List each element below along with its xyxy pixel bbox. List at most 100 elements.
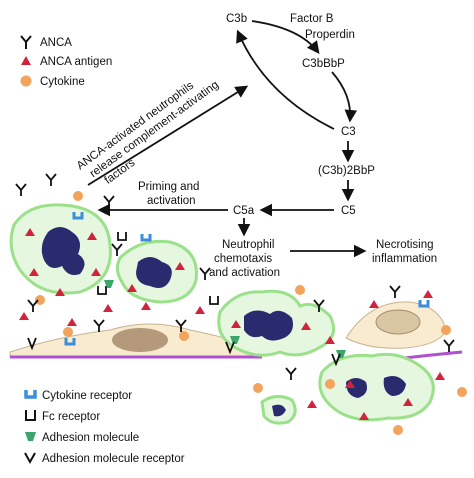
antigen-marker bbox=[359, 412, 369, 420]
antigen-marker bbox=[301, 322, 311, 330]
antigen-marker bbox=[175, 262, 185, 270]
label-properdin: Properdin bbox=[305, 29, 355, 41]
label-factor-b: Factor B bbox=[290, 13, 334, 25]
cytokine-marker bbox=[325, 379, 335, 389]
fc-receptor-marker bbox=[117, 232, 127, 241]
cytokine-marker bbox=[457, 387, 467, 397]
anca-release-label: ANCA-activated neutrophils release compl… bbox=[75, 79, 221, 187]
chemo-line1: Neutrophil bbox=[222, 239, 274, 251]
node-c3b: C3b bbox=[226, 13, 247, 25]
anca-marker bbox=[45, 173, 57, 186]
arrow-c3-to-c3b bbox=[236, 29, 335, 130]
scattered-cytokines bbox=[35, 191, 467, 435]
antigen-marker bbox=[325, 336, 335, 344]
cytokine-marker bbox=[35, 295, 45, 305]
antigen-marker bbox=[87, 232, 97, 240]
legend-adhesion-molecule-receptor-label: Adhesion molecule receptor bbox=[42, 453, 185, 465]
antigen-marker bbox=[25, 228, 35, 236]
legend-anca-label: ANCA bbox=[40, 37, 72, 49]
antigen-marker bbox=[423, 290, 433, 298]
antigen-marker bbox=[67, 318, 77, 326]
anca-marker bbox=[313, 299, 325, 312]
node-c3bbbp: C3bBbP bbox=[302, 58, 345, 70]
anca-marker bbox=[111, 243, 123, 256]
cytokine-marker bbox=[295, 285, 305, 295]
tissue-scene bbox=[9, 203, 463, 425]
antigen-marker bbox=[55, 288, 65, 296]
fc-receptor-marker bbox=[97, 286, 107, 295]
anca-release-line2: release complement-activating bbox=[88, 79, 221, 180]
arrow-c3b-to-c3bbbp bbox=[251, 20, 320, 55]
neutrophil-4-nucleus-b bbox=[383, 376, 406, 396]
anca-marker bbox=[443, 339, 455, 352]
neutrophil-1-nucleus bbox=[41, 227, 85, 275]
antigen-marker bbox=[345, 380, 355, 388]
chemo-line2: chemotaxis bbox=[214, 253, 272, 265]
adhesion-molecule-marker bbox=[230, 336, 240, 344]
arrow-c3bbbp-to-c3 bbox=[331, 71, 358, 123]
anca-marker bbox=[103, 195, 115, 208]
legend-adhesion-molecule-label: Adhesion molecule bbox=[42, 432, 139, 444]
neutrophil-2-nucleus bbox=[136, 257, 172, 288]
anca-marker bbox=[93, 319, 105, 332]
cytokine-receptor-marker bbox=[418, 300, 430, 308]
anca-marker bbox=[389, 285, 401, 298]
priming-line2: activation bbox=[147, 195, 196, 207]
adhesion-molecule-receptor-marker bbox=[27, 337, 37, 351]
antigen-marker bbox=[103, 304, 113, 312]
legend-fc-receptor-label: Fc receptor bbox=[42, 411, 100, 423]
legend-bottom: Cytokine receptor Fc receptor Adhesion m… bbox=[24, 390, 185, 465]
adhesion-molecule-icon bbox=[25, 432, 36, 441]
cytokine-receptor-marker bbox=[140, 234, 152, 242]
neutrophil-3-nucleus bbox=[244, 310, 293, 341]
antigen-marker bbox=[29, 268, 39, 276]
anca-release-line1: ANCA-activated neutrophils bbox=[75, 80, 197, 173]
adhesion-molecule-receptor-marker bbox=[225, 341, 235, 355]
fc-receptor-marker bbox=[209, 296, 219, 305]
anca-marker bbox=[15, 183, 27, 196]
cytokine-marker bbox=[441, 325, 451, 335]
chemo-line3: and activation bbox=[209, 267, 280, 279]
endothelial-nucleus-left bbox=[112, 328, 168, 352]
arrow-neutrophil-release bbox=[87, 85, 249, 186]
antigen-marker bbox=[403, 398, 413, 406]
receptors bbox=[27, 212, 430, 367]
anca-marker bbox=[199, 267, 211, 280]
antigen-marker bbox=[307, 400, 317, 408]
cytokine-receptor-icon bbox=[24, 390, 37, 399]
cytokine-icon bbox=[20, 75, 32, 87]
antigen-marker bbox=[369, 300, 379, 308]
anca-marker bbox=[175, 319, 187, 332]
necro-line2: inflammation bbox=[372, 253, 437, 265]
endothelial-nucleus-right bbox=[375, 309, 421, 335]
complement-pathway: C3b Factor B Properdin C3bBbP C3 (C3b)2B… bbox=[87, 13, 375, 258]
fc-receptor-icon bbox=[25, 410, 36, 421]
cytokine-marker bbox=[253, 383, 263, 393]
cytokine-marker bbox=[393, 425, 403, 435]
legend-cytokine-receptor-label: Cytokine receptor bbox=[42, 390, 132, 402]
scattered-antigens bbox=[19, 228, 445, 420]
anca-icon bbox=[20, 35, 32, 49]
priming-line1: Priming and bbox=[138, 181, 199, 193]
node-c5a: C5a bbox=[233, 205, 255, 217]
node-c5: C5 bbox=[341, 205, 356, 217]
antigen-marker bbox=[231, 320, 241, 328]
antigen-marker bbox=[141, 302, 151, 310]
adhesion-molecule-receptor-marker bbox=[331, 353, 341, 367]
cytokine-marker bbox=[73, 191, 83, 201]
anca-antigen-icon bbox=[21, 56, 31, 65]
cytokine-marker bbox=[179, 331, 189, 341]
antigen-marker bbox=[91, 268, 101, 276]
cytokine-marker bbox=[63, 327, 73, 337]
legend-top: ANCA ANCA antigen Cytokine bbox=[20, 35, 112, 88]
adhesion-molecule-receptor-icon bbox=[24, 452, 36, 465]
anca-marker bbox=[285, 367, 297, 380]
cytokine-receptor-marker bbox=[64, 338, 76, 346]
adhesion-molecule-marker bbox=[104, 280, 114, 288]
node-c3b2bbp: (C3b)2BbP bbox=[318, 165, 375, 177]
antigen-marker bbox=[19, 312, 29, 320]
cytokine-receptor-marker bbox=[72, 212, 84, 220]
neutrophil-5-nucleus bbox=[272, 404, 286, 417]
scattered-anca bbox=[15, 173, 455, 380]
